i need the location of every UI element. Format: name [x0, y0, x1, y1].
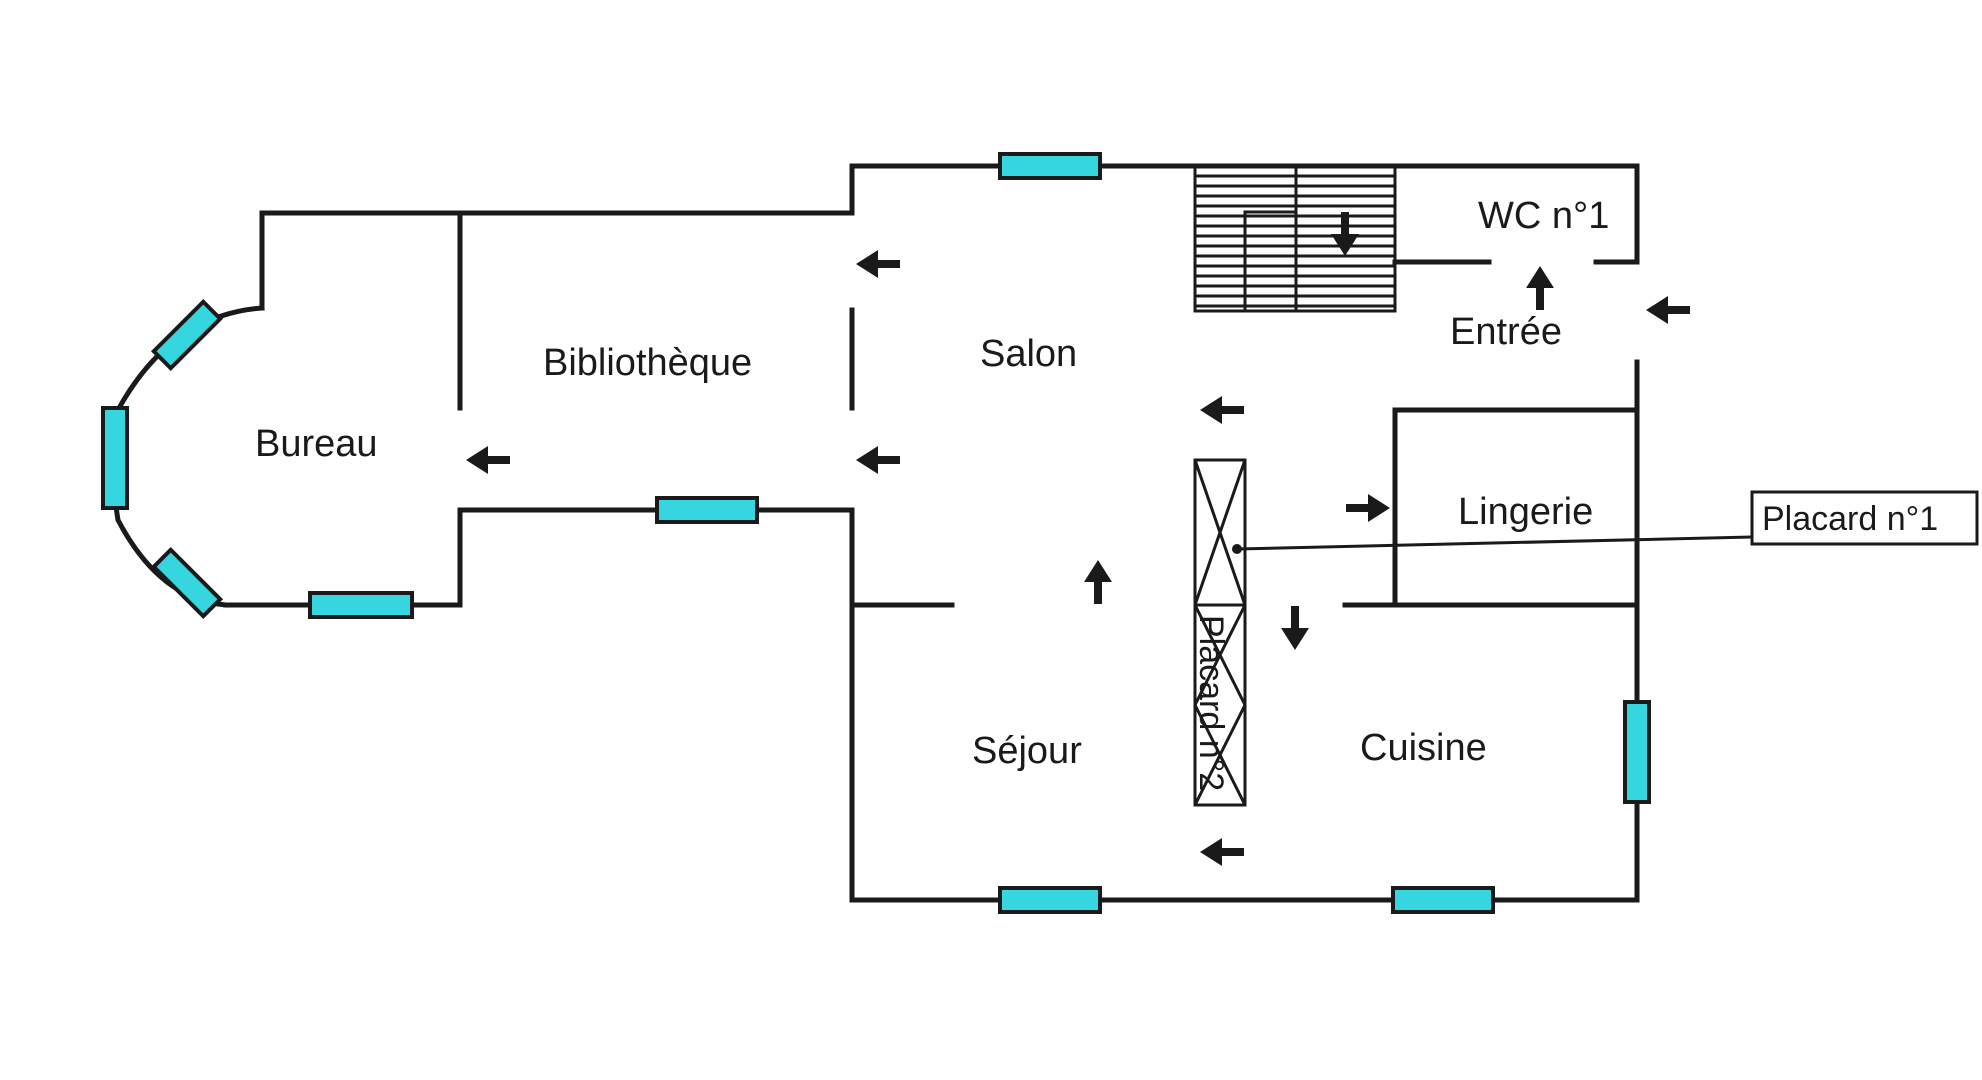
arrow-left-icon — [466, 446, 510, 474]
arrow-left-icon — [1200, 838, 1244, 866]
room-label-wc: WC n°1 — [1478, 195, 1609, 237]
windows — [101, 152, 1651, 914]
flow-arrows — [466, 212, 1690, 866]
window-icon — [655, 496, 759, 524]
window-icon — [101, 406, 129, 510]
room-label-bibliotheque: Bibliothèque — [543, 342, 752, 384]
placard-2-label: Placard n°2 — [1192, 615, 1230, 791]
staircase — [1193, 164, 1397, 313]
arrow-right-icon — [1346, 494, 1390, 522]
arrow-down-icon — [1281, 606, 1309, 650]
room-label-sejour: Séjour — [972, 730, 1082, 772]
window-icon — [998, 886, 1102, 914]
arrow-left-icon — [856, 446, 900, 474]
arrow-up-icon — [1526, 266, 1554, 310]
window-icon — [998, 152, 1102, 180]
room-label-entree: Entrée — [1450, 311, 1562, 353]
walls — [109, 163, 1640, 903]
room-label-cuisine: Cuisine — [1360, 727, 1487, 769]
window-icon — [1391, 886, 1495, 914]
arrow-left-icon — [856, 250, 900, 278]
placard-1 — [1193, 458, 1247, 607]
window-icon — [308, 591, 414, 619]
room-label-lingerie: Lingerie — [1458, 491, 1593, 533]
room-labels: Bureau Bibliothèque Salon WC n°1 Entrée … — [255, 195, 1609, 772]
placard-2 — [1193, 603, 1247, 807]
arrow-left-icon — [1200, 396, 1244, 424]
arrow-left-icon — [1646, 296, 1690, 324]
placard-1-label: Placard n°1 — [1762, 500, 1938, 538]
arrow-up-icon — [1084, 560, 1112, 604]
arrow-down-icon — [1331, 212, 1359, 256]
window-icon — [150, 298, 224, 372]
room-label-bureau: Bureau — [255, 423, 378, 465]
placard-1-callout: Placard n°1 — [1232, 490, 1979, 554]
room-label-salon: Salon — [980, 333, 1077, 375]
window-icon — [150, 546, 224, 620]
window-icon — [1623, 700, 1651, 804]
